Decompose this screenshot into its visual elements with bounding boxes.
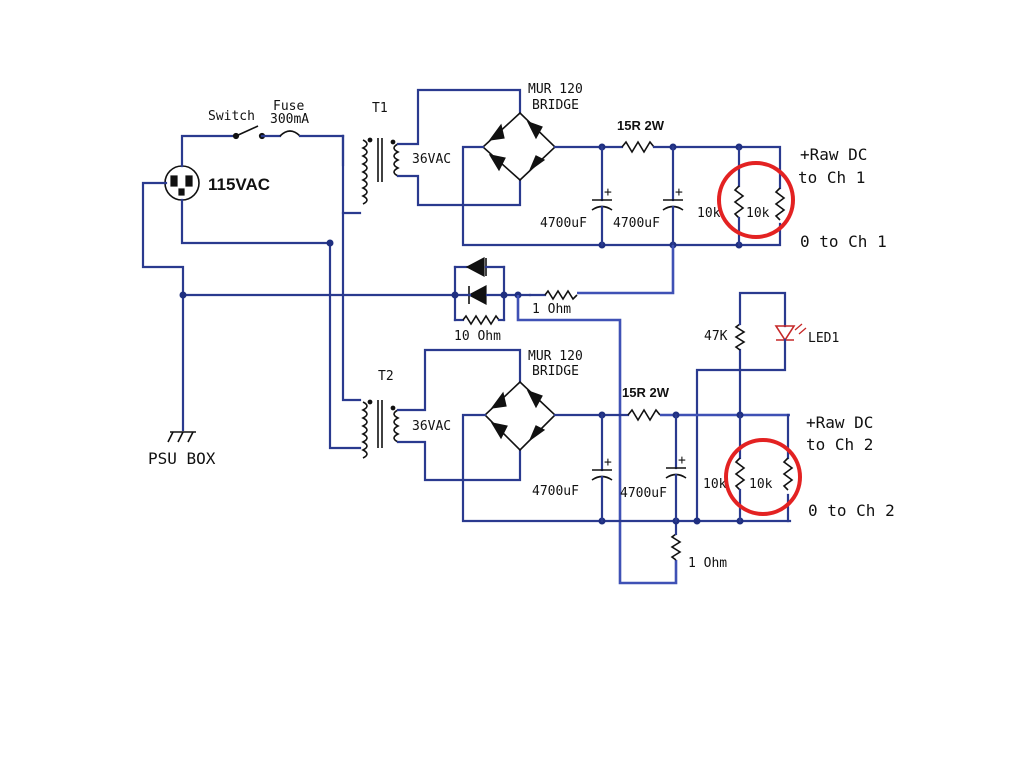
bleed1b-label: 10k xyxy=(746,206,770,221)
bridge1-name-label: BRIDGE xyxy=(532,98,579,113)
fuse-label: Fuse xyxy=(273,99,304,114)
res1-label: 15R 2W xyxy=(617,118,665,133)
transformer-t1 xyxy=(361,137,400,205)
switch-label: Switch xyxy=(208,109,255,124)
chassis-ground-symbol xyxy=(167,431,196,443)
junction-dot xyxy=(451,291,459,299)
t1-label: T1 xyxy=(372,101,388,116)
capacitor-c1b xyxy=(662,145,684,247)
junction-dot xyxy=(179,291,187,299)
t1-secondary-bottom-wire xyxy=(396,174,522,207)
ground-link-2 xyxy=(516,295,682,585)
gnd-res1-label: 1 Ohm xyxy=(532,302,571,317)
cap2b-label: 4700uF xyxy=(620,486,667,501)
mains-socket xyxy=(164,165,200,201)
junction-dot xyxy=(500,291,508,299)
ground-link-1 xyxy=(528,245,675,301)
t2-secondary-top-wire xyxy=(396,348,522,412)
led-indicator xyxy=(695,291,807,523)
cap-plus-sign: + xyxy=(604,455,612,470)
gnd-res2-label: 1 Ohm xyxy=(688,556,727,571)
cap2a-label: 4700uF xyxy=(532,484,579,499)
led-res-label: 47K xyxy=(704,329,728,344)
out2-pos-label-a: +Raw DC xyxy=(806,413,873,432)
capacitor-c2a xyxy=(591,413,613,523)
dc-rail-2 xyxy=(461,408,792,523)
cap-plus-sign: + xyxy=(675,185,683,200)
junction-dot xyxy=(693,517,701,525)
bridge2-name-label: BRIDGE xyxy=(532,364,579,379)
bleed1a-label: 10k xyxy=(697,206,721,221)
bleed2b-label: 10k xyxy=(749,477,773,492)
fuse-rating-label: 300mA xyxy=(270,112,309,127)
bleeder-resistor-1b xyxy=(774,187,786,221)
mains-wiring xyxy=(141,134,457,432)
capacitor-c2b xyxy=(665,413,687,523)
transformer-t2 xyxy=(361,399,400,459)
bleed2a-label: 10k xyxy=(703,477,727,492)
t1-secondary-label: 36VAC xyxy=(412,152,451,167)
primary-wiring xyxy=(328,134,362,450)
cap-plus-sign: + xyxy=(678,453,686,468)
highlight-circle-2 xyxy=(724,438,802,516)
mains-voltage-label: 115VAC xyxy=(208,175,270,194)
mains-switch xyxy=(232,125,282,140)
t1-secondary-top-wire xyxy=(396,88,522,146)
cap1a-label: 4700uF xyxy=(540,216,587,231)
cap1b-label: 4700uF xyxy=(613,216,660,231)
highlight-circle-1 xyxy=(717,161,795,239)
capacitor-c1a xyxy=(591,145,613,247)
loop-breaker-res-label: 10 Ohm xyxy=(454,329,501,344)
led-label: LED1 xyxy=(808,331,839,346)
t2-label: T2 xyxy=(378,369,394,384)
chassis-label: PSU BOX xyxy=(148,449,216,468)
out1-pos-label-b: to Ch 1 xyxy=(798,168,865,187)
bridge-rectifier-1 xyxy=(481,111,557,182)
bridge2-part-label: MUR 120 xyxy=(528,349,583,364)
junction-dot xyxy=(326,239,334,247)
bridge-rectifier-2 xyxy=(483,380,557,452)
cap-plus-sign: + xyxy=(604,185,612,200)
bleeder-resistor-2b xyxy=(782,457,794,491)
t2-secondary-bottom-wire xyxy=(396,440,522,482)
fuse xyxy=(279,130,345,138)
res2-label: 15R 2W xyxy=(622,385,670,400)
out2-gnd-label: 0 to Ch 2 xyxy=(808,501,895,520)
out2-pos-label-b: to Ch 2 xyxy=(806,435,873,454)
bridge1-part-label: MUR 120 xyxy=(528,82,583,97)
out1-gnd-label: 0 to Ch 1 xyxy=(800,232,887,251)
out1-pos-label-a: +Raw DC xyxy=(800,145,867,164)
t2-secondary-label: 36VAC xyxy=(412,419,451,434)
